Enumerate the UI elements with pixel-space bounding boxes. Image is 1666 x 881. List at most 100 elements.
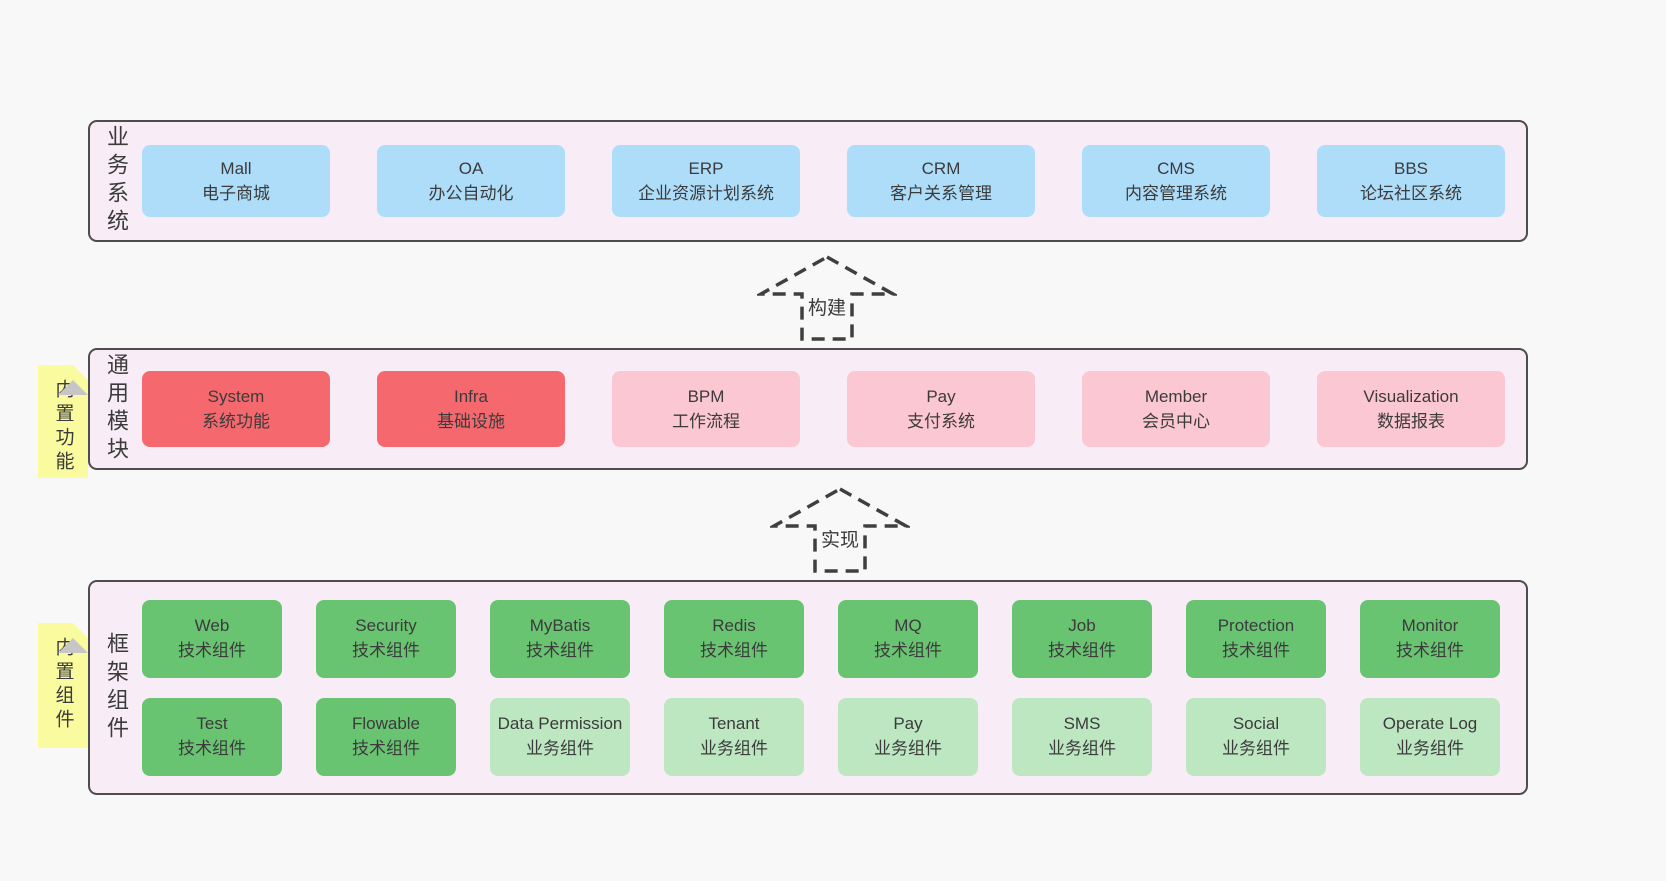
box-subtitle: 业务组件 xyxy=(526,738,594,758)
box-title: BBS xyxy=(1393,158,1429,178)
modules-box-list: System 系统功能 Infra 基础设施 BPM 工作流程 Pay 支付系统… xyxy=(142,371,1505,447)
box-title: Job xyxy=(1068,616,1096,636)
components-row-1: Web 技术组件 Security 技术组件 MyBatis 技术组件 Redi… xyxy=(142,599,1500,678)
box-title: Redis xyxy=(712,616,756,636)
box-title: Security xyxy=(355,616,417,636)
box-subtitle: 数据报表 xyxy=(1377,412,1445,431)
folded-corner-icon xyxy=(58,623,88,653)
box-subtitle: 企业资源计划系统 xyxy=(638,184,774,203)
section-label: 业务系统 xyxy=(104,125,129,237)
box-title: Monitor xyxy=(1401,616,1459,636)
sticky-note-builtin-functions: 内置功能 xyxy=(38,365,88,478)
arrow-label-build: 构建 xyxy=(804,292,850,321)
business-box-list: Mall 电子商城 OA 办公自动化 ERP 企业资源计划系统 CRM 客户关系… xyxy=(142,145,1505,217)
box-redis: Redis 技术组件 xyxy=(664,599,804,678)
box-subtitle: 技术组件 xyxy=(874,640,942,660)
box-subtitle: 工作流程 xyxy=(672,412,740,431)
box-title: Mall xyxy=(220,158,252,178)
box-subtitle: 基础设施 xyxy=(437,412,505,431)
sticky-label: 内置功能 xyxy=(52,379,74,475)
box-title: ERP xyxy=(688,158,724,178)
box-title: Infra xyxy=(453,386,489,406)
box-title: OA xyxy=(458,158,484,178)
section-business-systems: 业务系统 Mall 电子商城 OA 办公自动化 ERP 企业资源计划系统 CRM… xyxy=(88,120,1528,242)
box-subtitle: 业务组件 xyxy=(1396,738,1464,758)
box-title: Pay xyxy=(893,714,923,734)
box-title: Test xyxy=(196,714,228,734)
box-title: System xyxy=(207,386,265,406)
box-subtitle: 技术组件 xyxy=(352,640,420,660)
box-flowable: Flowable 技术组件 xyxy=(316,697,456,776)
box-crm: CRM 客户关系管理 xyxy=(847,145,1035,217)
box-subtitle: 论坛社区系统 xyxy=(1360,184,1462,203)
box-operate-log: Operate Log 业务组件 xyxy=(1360,697,1500,776)
box-data-permission: Data Permission 业务组件 xyxy=(490,697,630,776)
box-social: Social 业务组件 xyxy=(1186,697,1326,776)
box-subtitle: 内容管理系统 xyxy=(1125,184,1227,203)
box-mall: Mall 电子商城 xyxy=(142,145,330,217)
box-web: Web 技术组件 xyxy=(142,599,282,678)
box-member: Member 会员中心 xyxy=(1082,371,1270,447)
box-title: MyBatis xyxy=(529,616,591,636)
arrow-label-implement: 实现 xyxy=(817,524,863,553)
box-subtitle: 客户关系管理 xyxy=(890,184,992,203)
box-oa: OA 办公自动化 xyxy=(377,145,565,217)
box-title: Data Permission xyxy=(497,714,623,734)
box-subtitle: 业务组件 xyxy=(700,738,768,758)
folded-corner-icon xyxy=(58,365,88,395)
dashed-up-arrow-build: 构建 xyxy=(757,254,897,342)
section-framework-components: 框架组件 Web 技术组件 Security 技术组件 MyBatis 技术组件… xyxy=(88,580,1528,795)
dashed-up-arrow-implement: 实现 xyxy=(770,486,910,574)
box-tenant: Tenant 业务组件 xyxy=(664,697,804,776)
box-infra: Infra 基础设施 xyxy=(377,371,565,447)
box-title: CRM xyxy=(921,158,961,178)
box-subtitle: 技术组件 xyxy=(178,640,246,660)
box-subtitle: 系统功能 xyxy=(202,412,270,431)
box-pay-component: Pay 业务组件 xyxy=(838,697,978,776)
box-subtitle: 技术组件 xyxy=(1222,640,1290,660)
box-monitor: Monitor 技术组件 xyxy=(1360,599,1500,678)
box-job: Job 技术组件 xyxy=(1012,599,1152,678)
components-box-grid: Web 技术组件 Security 技术组件 MyBatis 技术组件 Redi… xyxy=(142,599,1500,776)
box-title: BPM xyxy=(687,386,725,406)
box-sms: SMS 业务组件 xyxy=(1012,697,1152,776)
box-subtitle: 业务组件 xyxy=(1048,738,1116,758)
box-title: SMS xyxy=(1063,714,1101,734)
section-label: 框架组件 xyxy=(104,631,129,744)
box-title: MQ xyxy=(894,616,922,636)
box-title: Tenant xyxy=(708,714,760,734)
box-subtitle: 技术组件 xyxy=(178,738,246,758)
box-pay-system: Pay 支付系统 xyxy=(847,371,1035,447)
box-subtitle: 技术组件 xyxy=(352,738,420,758)
box-title: Operate Log xyxy=(1382,714,1478,734)
box-bbs: BBS 论坛社区系统 xyxy=(1317,145,1505,217)
box-title: Web xyxy=(194,616,230,636)
box-title: Visualization xyxy=(1363,386,1459,406)
box-mybatis: MyBatis 技术组件 xyxy=(490,599,630,678)
box-subtitle: 会员中心 xyxy=(1142,412,1210,431)
box-title: Protection xyxy=(1217,616,1295,636)
box-title: CMS xyxy=(1157,158,1195,178)
sticky-label: 内置组件 xyxy=(52,637,74,733)
box-protection: Protection 技术组件 xyxy=(1186,599,1326,678)
box-bpm: BPM 工作流程 xyxy=(612,371,800,447)
section-common-modules: 通用模块 System 系统功能 Infra 基础设施 BPM 工作流程 Pay… xyxy=(88,348,1528,470)
box-subtitle: 电子商城 xyxy=(202,184,270,203)
box-system: System 系统功能 xyxy=(142,371,330,447)
box-subtitle: 支付系统 xyxy=(907,412,975,431)
box-visualization: Visualization 数据报表 xyxy=(1317,371,1505,447)
box-erp: ERP 企业资源计划系统 xyxy=(612,145,800,217)
box-subtitle: 技术组件 xyxy=(1048,640,1116,660)
components-row-2: Test 技术组件 Flowable 技术组件 Data Permission … xyxy=(142,697,1500,776)
box-title: Pay xyxy=(926,386,956,406)
section-label: 通用模块 xyxy=(104,353,129,465)
box-cms: CMS 内容管理系统 xyxy=(1082,145,1270,217)
sticky-note-builtin-components: 内置组件 xyxy=(38,623,88,748)
box-test: Test 技术组件 xyxy=(142,697,282,776)
box-subtitle: 业务组件 xyxy=(874,738,942,758)
box-security: Security 技术组件 xyxy=(316,599,456,678)
box-title: Social xyxy=(1232,714,1280,734)
box-mq: MQ 技术组件 xyxy=(838,599,978,678)
box-title: Flowable xyxy=(351,714,421,734)
box-subtitle: 办公自动化 xyxy=(428,184,514,203)
